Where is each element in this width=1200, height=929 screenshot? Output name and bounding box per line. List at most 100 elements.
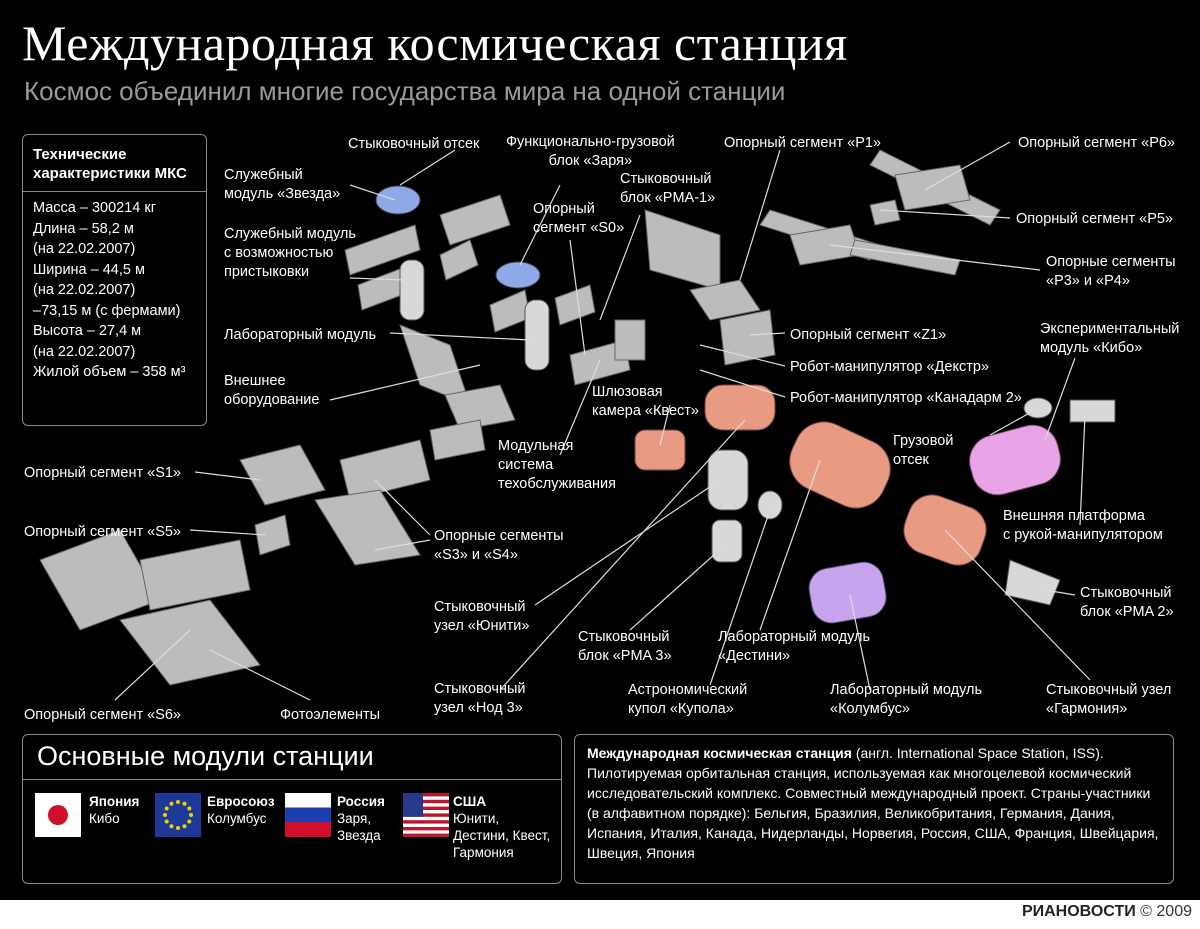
pma2 bbox=[1004, 559, 1061, 606]
leader-line bbox=[534, 479, 721, 606]
label-destiny: Лабораторный модуль«Дестини» bbox=[718, 629, 871, 664]
leader-line bbox=[399, 149, 456, 186]
leader-line bbox=[389, 332, 531, 341]
spec-line: Масса – 300214 кг bbox=[33, 200, 157, 216]
specs-box: Технические характеристики МКС Масса – 3… bbox=[22, 134, 207, 426]
legend-japan: Япония Кибо bbox=[89, 793, 139, 827]
s6-block bbox=[139, 539, 251, 611]
s3-block bbox=[339, 439, 431, 501]
leader-line bbox=[209, 649, 311, 701]
spec-line: Длина – 58,2 м bbox=[33, 220, 134, 237]
leader-line bbox=[349, 184, 396, 201]
p1-truss bbox=[644, 209, 721, 291]
service-module bbox=[399, 259, 425, 321]
solar-panel bbox=[554, 284, 596, 326]
leader-line bbox=[194, 471, 261, 481]
label-p6: Опорный сегмент «P6» bbox=[1018, 135, 1175, 151]
leader-line bbox=[114, 629, 191, 701]
country-modules: Заря, bbox=[337, 811, 372, 826]
footer-bar bbox=[0, 900, 1200, 929]
spec-line: –73,15 м (с фермами) bbox=[33, 302, 181, 319]
brand-logo: РИАНОВОСТИ bbox=[1021, 903, 1136, 920]
solar-panel bbox=[489, 289, 531, 333]
specs-divider bbox=[23, 191, 206, 192]
leader-line bbox=[849, 594, 871, 691]
leader-line bbox=[499, 419, 746, 691]
legend-usa: США Юнити, Дестини, Квест, Гармония bbox=[453, 793, 550, 861]
label-solar: Фотоэлементы bbox=[280, 707, 381, 723]
legend-russia: Россия Заря, Звезда bbox=[337, 793, 385, 844]
label-harmony: Стыковочный узел«Гармония» bbox=[1046, 682, 1172, 717]
label-s5: Опорный сегмент «S5» bbox=[24, 524, 181, 540]
s5-box bbox=[254, 514, 291, 556]
s6-panel-lower bbox=[119, 599, 261, 686]
external-equipment bbox=[444, 384, 516, 431]
iss-illustration bbox=[39, 141, 1116, 701]
unity-node bbox=[707, 449, 749, 511]
country-modules: Колумбус bbox=[207, 811, 267, 826]
cargo-section bbox=[1023, 397, 1053, 419]
page-title: Международная космическая станция bbox=[22, 15, 848, 71]
leader-line bbox=[559, 359, 601, 456]
japan-flag-icon bbox=[35, 793, 81, 837]
z1-box bbox=[719, 309, 776, 366]
credit: РИАНОВОСТИ © 2009 bbox=[1022, 903, 1192, 921]
cupola bbox=[757, 490, 783, 520]
label-s3s4: Опорные сегменты«S3» и «S4» bbox=[434, 528, 564, 563]
leader-line bbox=[699, 344, 786, 367]
credit-year: © 2009 bbox=[1140, 903, 1192, 920]
legend-eu: Евросоюз Колумбус bbox=[207, 793, 275, 827]
spec-line: (на 22.02.2007) bbox=[33, 282, 136, 298]
country-name: США bbox=[453, 794, 487, 809]
leader-line bbox=[759, 459, 821, 631]
zarya-module bbox=[495, 261, 541, 289]
legend-box: Основные модули станции Япония Кибо Евро… bbox=[22, 734, 562, 884]
leader-line bbox=[829, 244, 1041, 271]
russia-flag-icon bbox=[285, 793, 331, 837]
leader-line bbox=[599, 214, 641, 321]
leader-line bbox=[944, 529, 1091, 681]
country-modules: Юнити, bbox=[453, 811, 500, 826]
country-name: Евросоюз bbox=[207, 794, 275, 809]
leader-line bbox=[189, 529, 266, 536]
leader-line bbox=[749, 332, 786, 336]
label-p5: Опорный сегмент «P5» bbox=[1016, 211, 1173, 227]
leader-line bbox=[739, 149, 781, 281]
s1-panel bbox=[239, 444, 326, 506]
label-columbus: Лабораторный модуль«Колумбус» bbox=[830, 682, 983, 717]
usa-flag-icon bbox=[403, 793, 449, 837]
p6-block bbox=[894, 164, 971, 211]
specs-heading-2: характеристики МКС bbox=[33, 165, 187, 182]
country-modules: Кибо bbox=[89, 811, 120, 826]
leader-line bbox=[699, 369, 786, 398]
solar-panel bbox=[439, 194, 511, 246]
leader-line bbox=[329, 364, 481, 401]
leader-line bbox=[374, 479, 431, 536]
country-name: Япония bbox=[89, 794, 140, 809]
eu-flag-icon bbox=[155, 793, 201, 837]
label-lab-module: Лабораторный модуль bbox=[224, 327, 377, 343]
info-text: (англ. International Space Station, ISS)… bbox=[587, 745, 1159, 861]
legend-heading: Основные модули станции bbox=[37, 741, 374, 771]
spec-line: Ширина – 44,5 м bbox=[33, 261, 145, 278]
truss-segment bbox=[429, 419, 486, 461]
specs-heading-1: Технические bbox=[33, 146, 127, 163]
leader-line bbox=[989, 409, 1036, 436]
destiny-module bbox=[789, 421, 891, 509]
country-name: Россия bbox=[337, 794, 385, 809]
kibo-module bbox=[969, 424, 1061, 496]
leader-line bbox=[519, 184, 561, 266]
spec-line: (на 22.02.2007) bbox=[33, 343, 136, 360]
leader-line bbox=[659, 404, 671, 446]
